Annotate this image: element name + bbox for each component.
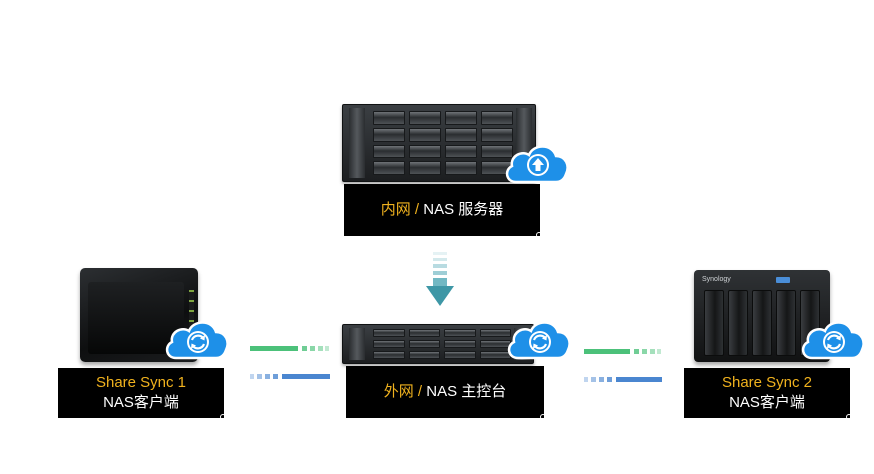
client1-title: Share Sync 1 xyxy=(95,374,187,391)
client2-title: Share Sync 2 xyxy=(721,374,813,391)
client1-subtitle: NAS客户端 xyxy=(103,394,179,411)
server-label: 内网 / NAS 服务器 xyxy=(344,184,542,238)
link-left-blue xyxy=(250,374,330,379)
console-label-main: NAS 主控台 xyxy=(426,383,507,400)
cloud-upload-icon xyxy=(505,145,569,184)
server-label-prefix: 内网 xyxy=(380,201,411,218)
link-left-green xyxy=(250,346,329,351)
brand-text: Synology xyxy=(702,276,731,283)
link-right-blue xyxy=(584,377,662,382)
client2-label: Share Sync 2 NAS客户端 xyxy=(684,368,852,420)
arrow-down-icon xyxy=(426,252,454,306)
rack-server-top-image xyxy=(342,104,536,182)
console-label-prefix: 外网 xyxy=(383,383,414,400)
link-right-green xyxy=(584,349,661,354)
cloud-sync-icon xyxy=(801,321,865,360)
cloud-sync-icon xyxy=(507,321,571,360)
server-label-main: NAS 服务器 xyxy=(423,201,504,218)
client2-subtitle: NAS客户端 xyxy=(729,394,805,411)
server-label-sep: / xyxy=(410,201,424,218)
cloud-sync-icon xyxy=(165,321,229,360)
client1-label: Share Sync 1 NAS客户端 xyxy=(58,368,226,420)
console-label-sep: / xyxy=(413,383,427,400)
console-label: 外网 / NAS 主控台 xyxy=(346,366,546,420)
